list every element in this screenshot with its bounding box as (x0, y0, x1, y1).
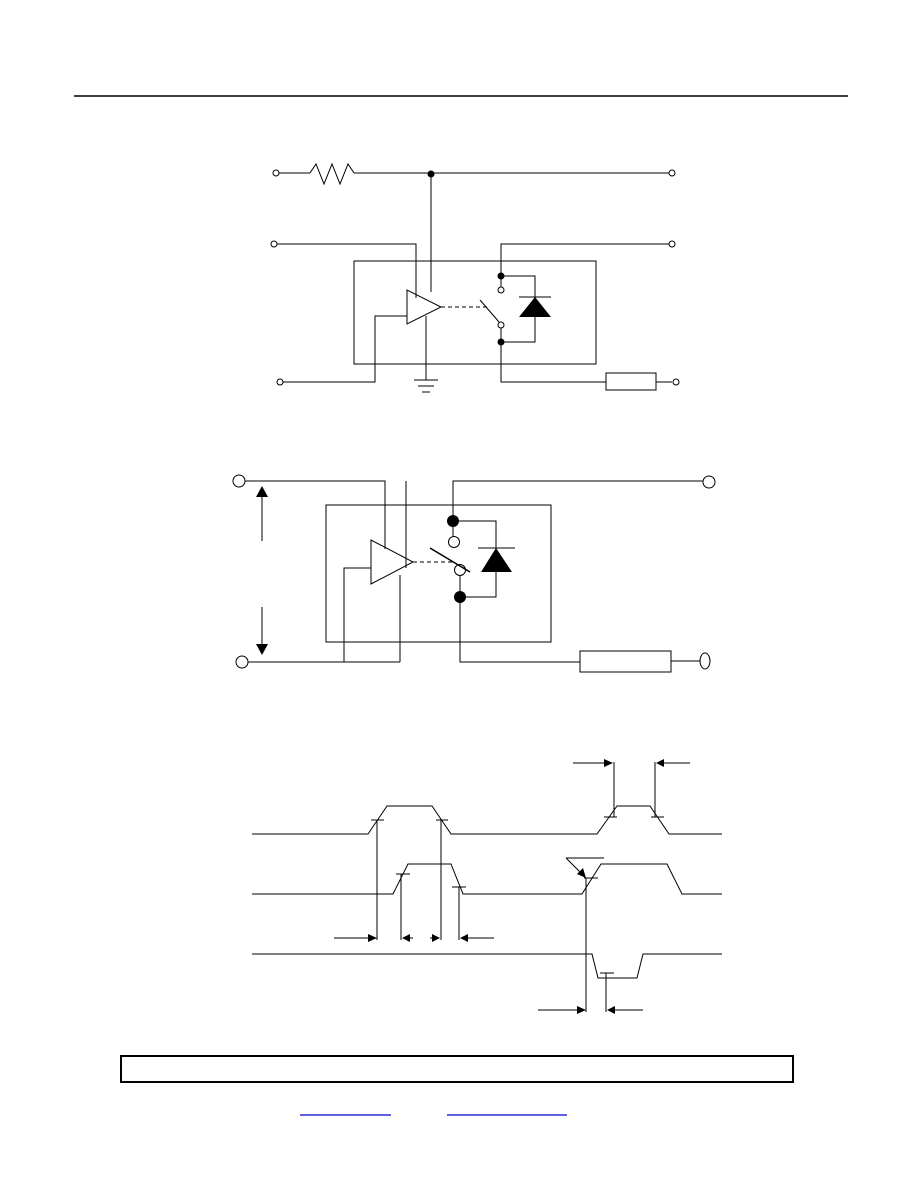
diode-symbol (519, 297, 551, 317)
load-resistor-box (605, 372, 657, 391)
amplifier-symbol (406, 289, 443, 325)
terminal-bottom-left (276, 378, 284, 386)
timing-diagram (252, 759, 722, 1014)
test-circuit-2 (232, 474, 716, 673)
terminal-top-left (272, 169, 280, 177)
waveform-2 (252, 863, 722, 895)
switch-blade (479, 299, 500, 323)
switch-contact-top (497, 286, 505, 294)
terminal-left-bottom (235, 655, 249, 669)
waveform-1 (252, 805, 722, 835)
device-package-box-2 (325, 504, 552, 643)
terminal-right-bottom (699, 652, 711, 670)
waveform-3 (252, 953, 722, 979)
device-package-box (353, 260, 597, 365)
resistor-symbol (309, 162, 355, 186)
amplifier-symbol-2 (370, 539, 415, 585)
ground-icon (414, 379, 438, 393)
load-resistor-box-2 (579, 650, 672, 673)
terminal-right-top (702, 475, 716, 489)
terminal-left-top (232, 474, 246, 488)
terminal-second-left (270, 240, 278, 248)
switch-contact-bottom (497, 321, 505, 329)
diode-symbol-2 (481, 548, 512, 572)
switch-contact-top-2 (448, 536, 460, 548)
terminal-second-right (668, 240, 676, 248)
test-circuit-1 (270, 162, 680, 393)
terminal-bottom-right (672, 378, 680, 386)
footer-box (120, 1055, 794, 1083)
terminal-top-right (668, 169, 676, 177)
switch-blade-2 (429, 547, 471, 573)
